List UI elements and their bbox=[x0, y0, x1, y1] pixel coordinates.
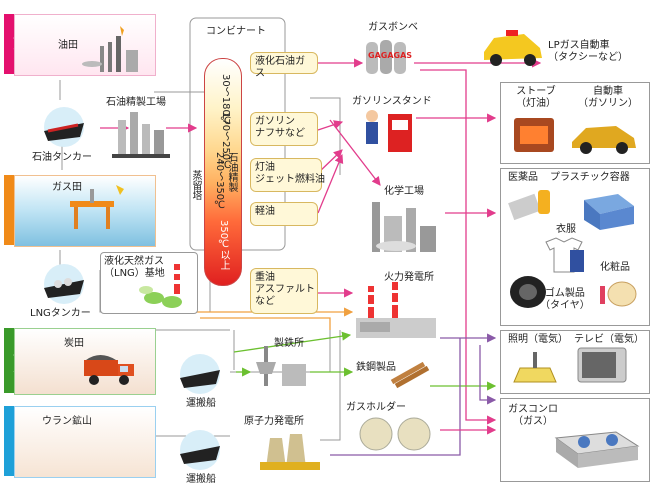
tv-label: テレビ（電気） bbox=[574, 334, 644, 345]
clothes-icon bbox=[545, 237, 584, 273]
thermal-plant-label: 火力発電所 bbox=[384, 272, 434, 283]
oil-tanker-icon bbox=[44, 107, 84, 147]
thermal-plant-icon bbox=[356, 282, 436, 338]
lng-tanker-icon bbox=[44, 264, 84, 304]
taxi-icon bbox=[484, 30, 542, 66]
lng-terminal-icon bbox=[139, 264, 182, 308]
temp1-label: 30～180℃ bbox=[220, 74, 231, 127]
temp2-label: 170～250℃ bbox=[220, 112, 231, 172]
gas-station-label: ガソリンスタンド bbox=[352, 96, 432, 107]
lng-band bbox=[14, 175, 156, 247]
temp3-note: 石油精製 bbox=[226, 152, 237, 192]
oil-field-icon bbox=[82, 26, 138, 72]
coal-field-label: 炭田 bbox=[64, 338, 84, 349]
car-icon bbox=[572, 126, 636, 154]
refinery-plant-label: 石油精製工場 bbox=[106, 97, 166, 108]
temp4-label: 350℃以上 bbox=[218, 220, 229, 271]
uranium-ship-icon bbox=[180, 430, 220, 470]
coal-truck-icon bbox=[84, 355, 134, 385]
oil-tanker-label: 石油タンカー bbox=[32, 152, 92, 163]
gas-cylinder-icon bbox=[366, 40, 406, 74]
uranium-mine-label: ウラン鉱山 bbox=[42, 416, 92, 427]
lighting-label: 照明（電気） bbox=[508, 334, 568, 345]
gas-holder-icon bbox=[359, 417, 431, 451]
oil-field-label: 油田 bbox=[58, 40, 78, 51]
product-gasoline: ガソリン ナフサなど bbox=[250, 112, 318, 146]
chem-plant-icon bbox=[372, 202, 436, 252]
kombinat-label: コンビナート bbox=[206, 26, 266, 37]
refinery-plant-icon bbox=[112, 112, 170, 158]
cosmetics-label: 化粧品 bbox=[600, 262, 630, 273]
uranium-ship-label: 運搬船 bbox=[186, 474, 216, 485]
product-kerosene: 灯油 ジェット燃料油 bbox=[250, 158, 325, 192]
gas-cylinder-label: ガスボンベ bbox=[368, 22, 418, 33]
uranium-band bbox=[14, 406, 156, 478]
cosmetics-icon bbox=[600, 281, 637, 307]
gas-stove-label: ガスコンロ （ガス） bbox=[508, 404, 558, 427]
lpg-car-label: LPガス自動車 （タクシーなど） bbox=[548, 40, 628, 63]
steel-products-label: 鉄鋼製品 bbox=[356, 362, 396, 373]
medicine-icon bbox=[508, 190, 550, 221]
nuclear-plant-label: 原子力発電所 bbox=[244, 416, 304, 427]
product-heavy: 重油 アスファルト など bbox=[250, 268, 318, 314]
temp3-label: 240～350℃ bbox=[214, 152, 225, 212]
use-box-electric bbox=[500, 330, 650, 394]
lamp-icon bbox=[513, 352, 557, 383]
product-lpg: 液化石油ガス bbox=[250, 52, 318, 79]
stove-icon bbox=[514, 118, 554, 152]
tower-label: 蒸留塔 bbox=[190, 170, 201, 200]
gas-field-label: ガス田 bbox=[52, 182, 82, 193]
steel-mill-icon bbox=[256, 346, 306, 386]
steel-mill-label: 製鉄所 bbox=[274, 338, 304, 349]
plastic-label: プラスチック容器 bbox=[550, 172, 630, 183]
clothes-label: 衣服 bbox=[556, 224, 576, 235]
coal-ship-icon bbox=[180, 354, 220, 394]
rubber-label: ゴム製品 （タイヤ） bbox=[540, 288, 590, 311]
distillation-tower bbox=[204, 58, 242, 286]
gas-station-icon bbox=[366, 110, 412, 152]
medicine-label: 医薬品 bbox=[508, 172, 538, 183]
lng-terminal-box bbox=[100, 252, 198, 314]
gas-stove-icon bbox=[554, 431, 640, 468]
product-diesel: 軽油 bbox=[250, 202, 318, 226]
chem-plant-label: 化学工場 bbox=[384, 186, 424, 197]
nuclear-plant-icon bbox=[260, 434, 320, 470]
gas-field-icon bbox=[70, 185, 124, 229]
stove-label: ストーブ （灯油） bbox=[516, 86, 556, 109]
steel-products-icon bbox=[390, 361, 430, 389]
tire-icon bbox=[510, 276, 546, 308]
gas-holder-label: ガスホルダー bbox=[346, 402, 406, 413]
gas-cylinder-mark: GAGAGAS bbox=[368, 51, 413, 60]
coal-ship-label: 運搬船 bbox=[186, 398, 216, 409]
lng-tanker-label: LNGタンカー bbox=[30, 308, 91, 319]
tv-icon bbox=[577, 347, 627, 383]
lng-terminal-label: 液化天然ガス （LNG）基地 bbox=[104, 256, 165, 279]
plastic-icon bbox=[584, 194, 634, 230]
car-label: 自動車 （ガソリン） bbox=[578, 86, 638, 109]
